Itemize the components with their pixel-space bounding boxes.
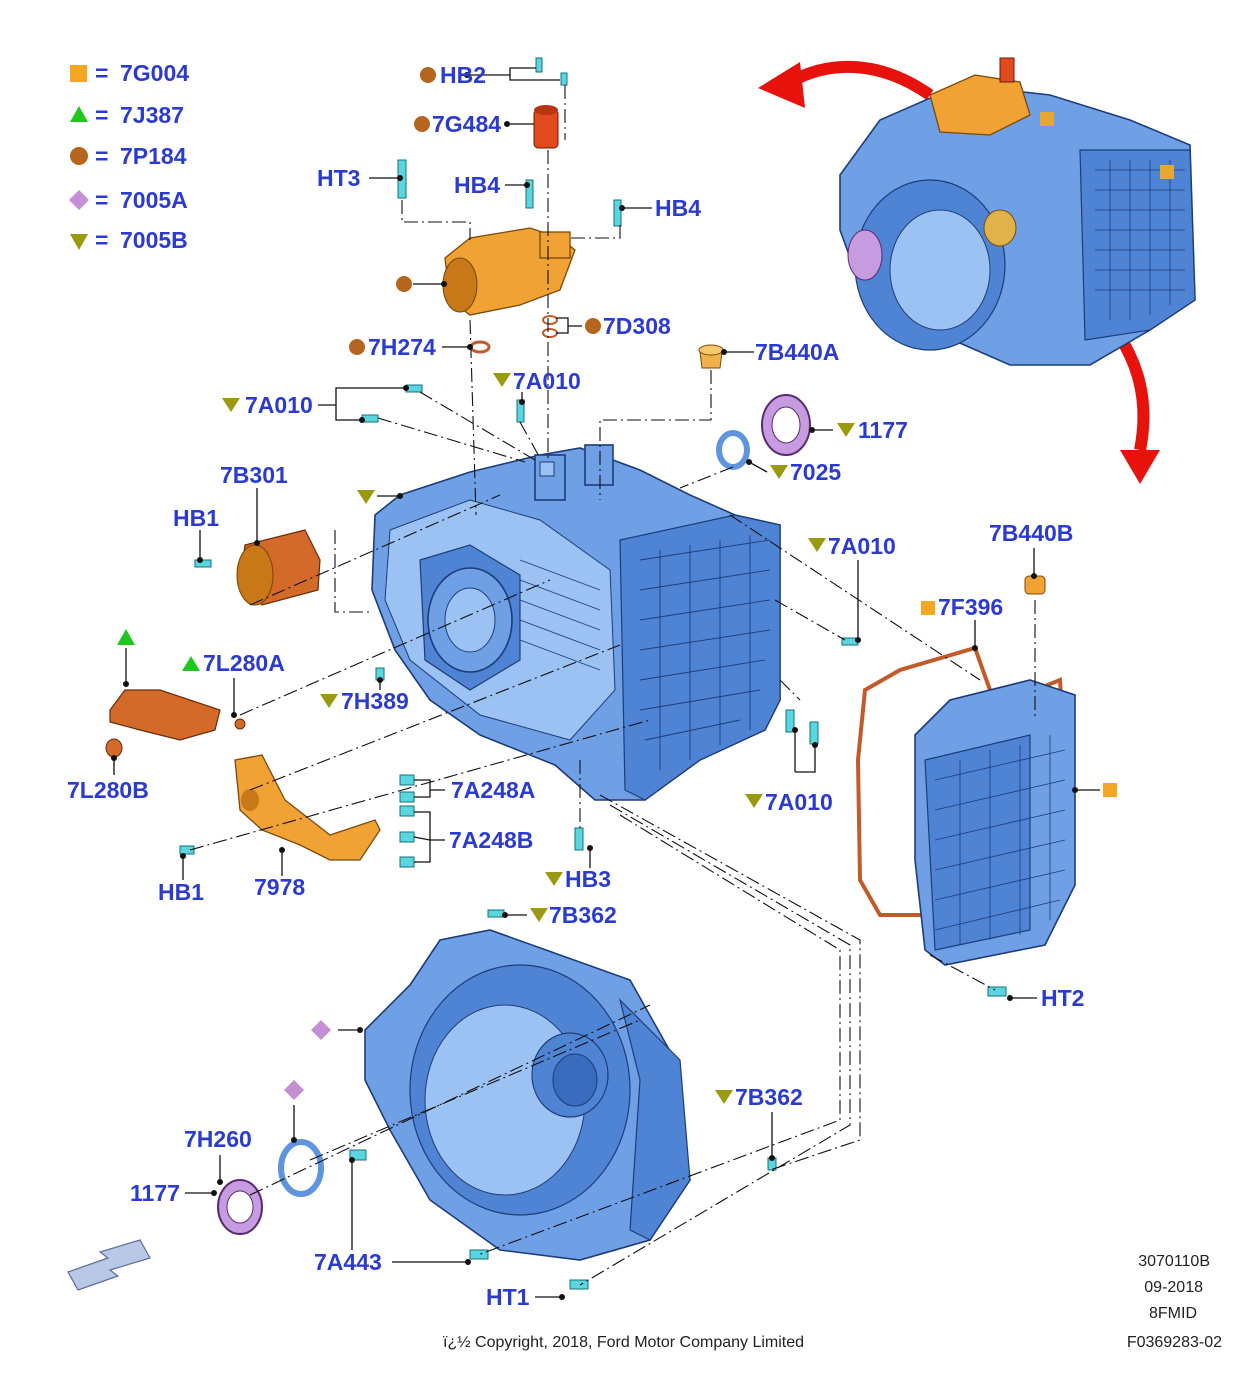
footer-code-1: 3070110B: [1138, 1253, 1210, 1270]
olive-triangle-icon: [530, 908, 548, 922]
label-7h274: 7H274: [368, 334, 436, 360]
bell-housing: [284, 929, 691, 1261]
label-7a010-top-left: 7A010: [245, 392, 313, 418]
small-parts: [105, 57, 1007, 1290]
label-7h389: 7H389: [341, 688, 409, 714]
green-triangle-icon: [70, 106, 88, 122]
legend-code-7005b: 7005B: [120, 227, 188, 253]
label-7d308: 7D308: [603, 313, 671, 339]
label-hb3: HB3: [565, 866, 611, 892]
label-7b301: 7B301: [220, 462, 288, 488]
legend-code-7j387: 7J387: [120, 102, 184, 128]
orange-square-icon: [1103, 783, 1117, 797]
legend-eq-3: =: [95, 143, 108, 169]
rotate-arrowhead-bottom: [1120, 450, 1160, 484]
label-7a010-right: 7A010: [828, 533, 896, 559]
label-hb1-top: HB1: [173, 505, 219, 531]
footer-code-2: 8FMID: [1149, 1305, 1197, 1322]
orange-square-icon: [921, 601, 935, 615]
label-7a010-top-mid: 7A010: [513, 368, 581, 394]
legend-code-7005a: 7005A: [120, 187, 188, 213]
label-7a248b: 7A248B: [449, 827, 533, 853]
label-ht3: HT3: [317, 165, 360, 191]
olive-triangle-icon: [70, 234, 88, 250]
brown-circle-icon: [349, 339, 365, 355]
olive-triangle-icon: [222, 398, 240, 412]
footer-code-3: F0369283-02: [1127, 1334, 1222, 1351]
legend-eq-5: =: [95, 227, 108, 253]
legend-code-7p184: 7P184: [120, 143, 187, 169]
assembled-transmission-inset: [758, 57, 1196, 484]
orange-square-icon: [70, 65, 87, 82]
label-7l280b: 7L280B: [67, 777, 149, 803]
green-triangle-icon: [117, 629, 135, 645]
green-triangle-icon: [182, 656, 200, 671]
label-7b440a: 7B440A: [755, 339, 839, 365]
olive-triangle-icon: [320, 694, 338, 708]
label-1177-right: 1177: [858, 417, 908, 443]
rotate-arrow-top: [787, 60, 934, 100]
part-labels: HB2 7G484 HT3 HB4 HB4 7D308 7H274 7B440A…: [67, 62, 1084, 1310]
label-hb4-b: HB4: [655, 195, 701, 221]
olive-triangle-icon: [493, 373, 511, 387]
brown-circle-icon: [585, 318, 601, 334]
label-ht2: HT2: [1041, 985, 1084, 1011]
label-hb1-bottom: HB1: [158, 879, 204, 905]
brown-circle-icon: [70, 147, 88, 165]
brown-circle-icon: [396, 276, 412, 292]
label-7g484: 7G484: [432, 111, 501, 137]
legend-eq-2: =: [95, 102, 108, 128]
legend-eq-4: =: [95, 187, 108, 213]
legend: = 7G004 = 7J387 = 7P184 = 7005A = 7005B: [69, 60, 189, 253]
violet-diamond-icon: [69, 190, 89, 210]
main-transmission-case: [371, 444, 781, 801]
label-1177-left: 1177: [130, 1180, 180, 1206]
olive-triangle-icon: [545, 872, 563, 886]
brown-circle-icon: [414, 116, 430, 132]
label-7b362-right: 7B362: [735, 1084, 803, 1110]
label-7978: 7978: [254, 874, 305, 900]
label-hb4-a: HB4: [454, 172, 500, 198]
label-7b362-top: 7B362: [549, 902, 617, 928]
leader-lines: [111, 67, 1100, 1300]
label-7025: 7025: [790, 459, 841, 485]
footer: 3070110B 09-2018 8FMID F0369283-02 ï¿½ C…: [443, 1253, 1222, 1351]
footer-date: 09-2018: [1144, 1279, 1203, 1296]
label-7h260: 7H260: [184, 1126, 252, 1152]
olive-triangle-icon: [837, 423, 855, 437]
label-hb2: HB2: [440, 62, 486, 88]
rotate-arrowhead-top: [758, 62, 805, 108]
legend-eq-1: =: [95, 60, 108, 86]
violet-diamond-icon: [284, 1080, 304, 1100]
callout-markers: [182, 67, 855, 1104]
olive-triangle-icon: [808, 538, 826, 552]
label-7a248a: 7A248A: [451, 777, 535, 803]
label-7a443: 7A443: [314, 1249, 382, 1275]
copyright-text: ï¿½ Copyright, 2018, Ford Motor Company …: [443, 1334, 804, 1351]
legend-code-7g004: 7G004: [120, 60, 189, 86]
olive-triangle-icon: [745, 794, 763, 808]
olive-triangle-icon: [770, 465, 788, 479]
side-cover-valve-body: [855, 575, 1117, 966]
label-7f396: 7F396: [938, 594, 1003, 620]
label-7l280a: 7L280A: [203, 650, 285, 676]
violet-diamond-icon: [311, 1020, 331, 1040]
label-ht1: HT1: [486, 1284, 530, 1310]
olive-triangle-icon: [715, 1090, 733, 1104]
brown-circle-icon: [420, 67, 436, 83]
label-7b440b: 7B440B: [989, 520, 1073, 546]
olive-triangle-icon: [357, 490, 375, 504]
label-7a010-lower: 7A010: [765, 789, 833, 815]
vehicle-front-arrow-icon: [67, 1239, 151, 1291]
